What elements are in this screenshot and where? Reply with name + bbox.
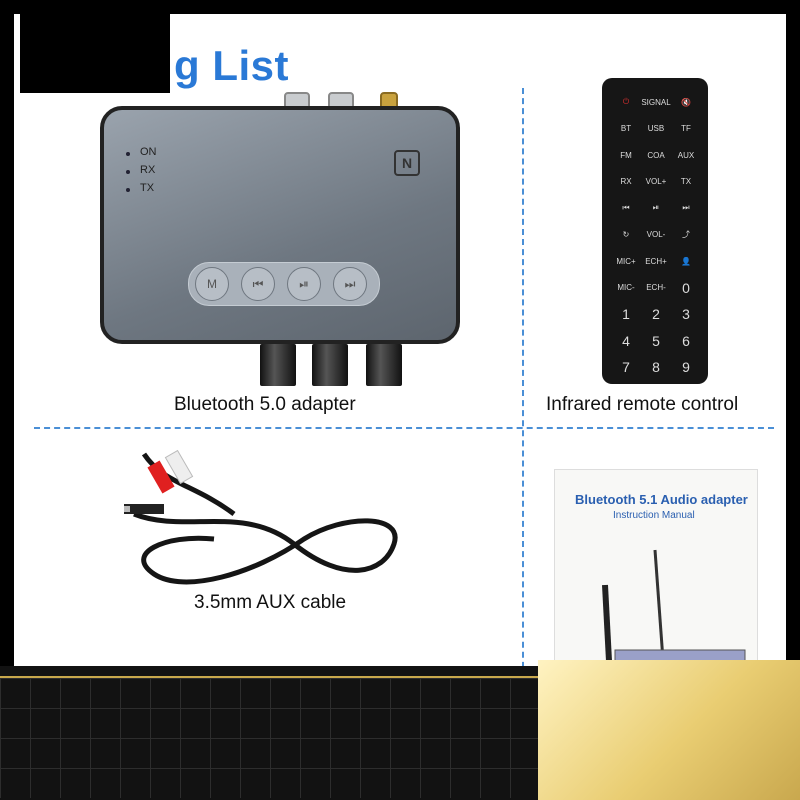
remote-key: ⤴ (682, 230, 690, 239)
remote-key: 3 (682, 306, 690, 322)
remote-key: 5 (652, 332, 660, 349)
led-label: TX (140, 182, 155, 194)
remote-key: ECH- (646, 283, 666, 292)
adapter-button-bar: M ⏮ ⏯ ⏭ (188, 262, 380, 306)
remote-key: 1 (622, 306, 630, 322)
led-icon (126, 170, 130, 174)
led-icon (126, 188, 130, 192)
gold-panel (538, 660, 800, 800)
horizontal-divider (34, 427, 774, 429)
remote-key: FM (620, 150, 632, 160)
grid-pattern (0, 678, 538, 798)
remote-key: ECH+ (645, 256, 667, 266)
prev-icon: ⏮ (241, 267, 275, 301)
remote-key: MIC+ (616, 256, 636, 266)
remote-key: COA (647, 150, 665, 160)
manual-subtitle: Instruction Manual (613, 510, 695, 521)
remote-key: 8 (652, 359, 660, 375)
remote-caption: Infrared remote control (546, 394, 739, 415)
remote-key: AUX (677, 150, 695, 160)
remote-key: ↻ (622, 230, 630, 239)
manual-title: Bluetooth 5.1 Audio adapter (575, 492, 748, 507)
remote-key: RX (620, 177, 632, 186)
remote-key: TX (680, 177, 692, 186)
next-icon: ⏭ (333, 267, 367, 301)
vertical-divider (522, 88, 524, 688)
knob (366, 344, 402, 386)
aux-cable-image (124, 449, 398, 585)
knob (312, 344, 348, 386)
play-pause-icon: ⏯ (287, 267, 321, 301)
remote-key: 2 (652, 306, 660, 322)
led-label: ON (140, 146, 157, 158)
cable-caption: 3.5mm AUX cable (194, 592, 347, 613)
remote-key: ⏮ (622, 203, 630, 212)
led-icon (126, 152, 130, 156)
remote-key: VOL+ (645, 177, 667, 186)
led-label: RX (140, 164, 156, 176)
remote-key: USB (647, 124, 665, 133)
gold-line (0, 676, 800, 678)
remote-key: 4 (622, 332, 630, 349)
remote-key: MIC- (617, 283, 635, 292)
remote-control: ⏻ SIGNAL 🔇 BT USB TF FM COA AUX RX VOL+ TX ⏮ ⏯ ⏭ ↻ VOL- ⤴… (602, 78, 708, 384)
black-corner (20, 0, 170, 93)
bluetooth-adapter: ON RX TX N M ⏮ ⏯ ⏭ (100, 106, 460, 344)
remote-key: SIGNAL (641, 97, 671, 107)
remote-key: 7 (622, 359, 630, 375)
remote-key: ⏭ (682, 203, 690, 212)
remote-key: TF (681, 124, 691, 133)
remote-key: 6 (682, 332, 690, 349)
remote-key: 9 (682, 359, 690, 375)
mode-button: M (195, 267, 229, 301)
remote-key: ⏻ (622, 97, 630, 106)
remote-key: VOL- (646, 230, 666, 239)
nfc-icon: N (394, 150, 420, 176)
remote-key: BT (620, 124, 632, 133)
adapter-caption: Bluetooth 5.0 adapter (174, 394, 356, 415)
remote-key: 👤 (681, 256, 691, 266)
knob (260, 344, 296, 386)
remote-key: ⏯ (652, 203, 660, 212)
remote-key: 🔇 (681, 97, 691, 107)
page-title: g List (174, 42, 289, 89)
remote-key: 0 (682, 279, 690, 296)
